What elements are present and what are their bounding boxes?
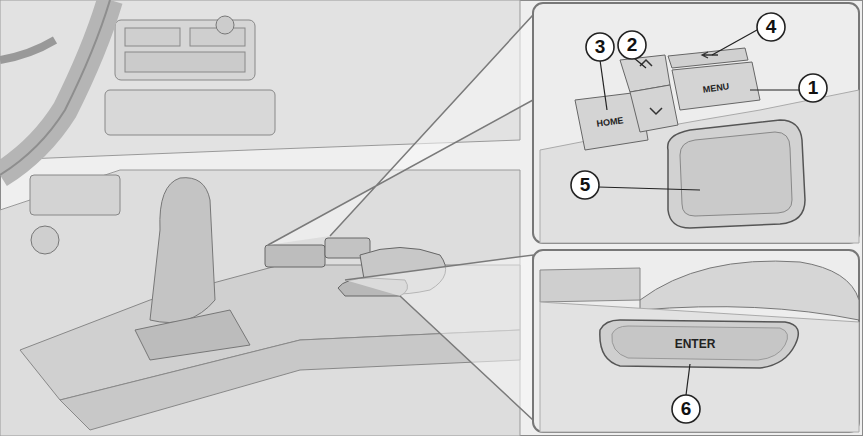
callout-number: 1: [808, 77, 819, 99]
callout-number: 4: [766, 16, 777, 38]
button-label: ENTER: [675, 337, 716, 351]
callout-number: 3: [595, 36, 606, 58]
callout-number: 6: [681, 398, 692, 420]
callout-number: 2: [627, 34, 638, 56]
callout-number: 5: [580, 174, 591, 196]
